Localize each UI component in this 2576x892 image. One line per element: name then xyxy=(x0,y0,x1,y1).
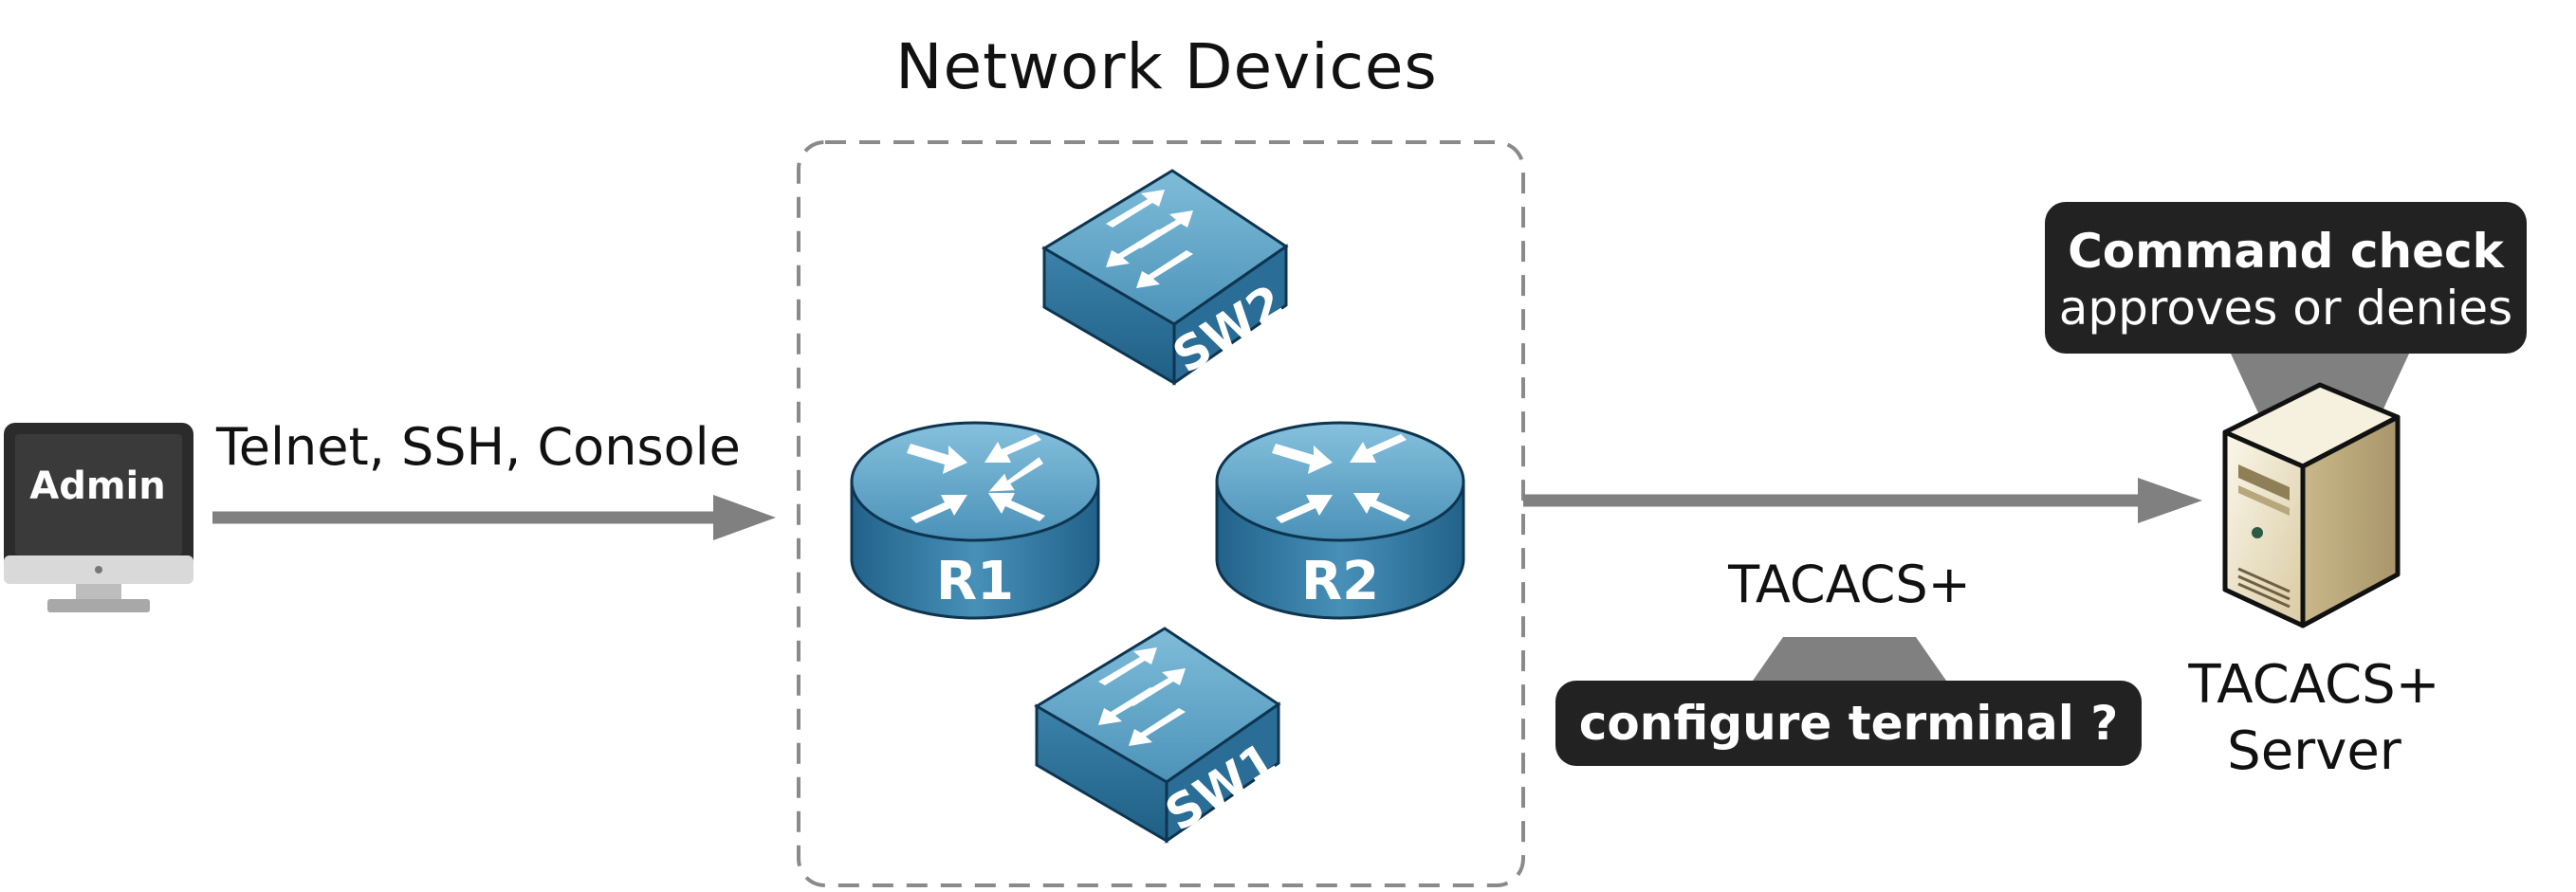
monitor-icon xyxy=(4,423,193,612)
router-icon-r2 xyxy=(1215,421,1465,620)
server-label-line2: Server xyxy=(2227,720,2401,782)
server-label-line1: TACACS+ xyxy=(2188,654,2440,716)
command-check-title: Command check xyxy=(2068,224,2504,279)
switch-icon-sw2 xyxy=(1041,169,1289,386)
server-label: TACACS+ Server xyxy=(2153,652,2475,785)
devices-to-server-arrow xyxy=(1523,478,2202,523)
admin-to-devices-arrow xyxy=(212,495,776,540)
router-icon-r1 xyxy=(850,421,1100,620)
device-label-r2: R2 xyxy=(1301,551,1379,612)
switch-icon-sw1 xyxy=(1034,627,1281,844)
configure-pointer xyxy=(1753,637,1946,681)
command-check-bubble: Command check approves or denies xyxy=(2045,202,2527,354)
tacacs-protocol-label: TACACS+ xyxy=(1728,555,1971,614)
server-icon xyxy=(2222,382,2401,628)
admin-label: Admin xyxy=(29,464,166,508)
diagram-title: Network Devices xyxy=(895,30,1438,103)
network-devices-container xyxy=(797,140,1525,887)
command-check-text: approves or denies xyxy=(2058,281,2513,336)
protocols-label: Telnet, SSH, Console xyxy=(216,417,741,477)
device-label-r1: R1 xyxy=(936,551,1014,612)
configure-terminal-bubble: configure terminal ? xyxy=(1555,681,2142,766)
